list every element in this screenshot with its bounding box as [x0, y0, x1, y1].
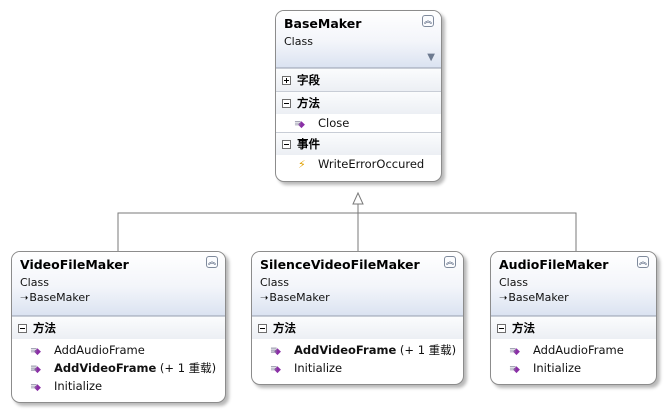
method-icon: ◆ [270, 360, 288, 379]
compartment-events: 事件 ⚡ WriteErrorOccured [276, 132, 441, 173]
compartment-label: 方法 [33, 321, 56, 335]
compartment-label: 字段 [297, 73, 320, 87]
base-class-name: BaseMaker [29, 291, 90, 304]
member-name: AddVideoFrame [54, 361, 157, 375]
class-basemaker[interactable]: BaseMaker Class ︽ ▼ 字段 方法 ◆ Close 事件 ⚡ Wri… [275, 10, 442, 182]
compartment-methods: 方法 ◆ AddVideoFrame (+ 1 重载) ◆ Initialize [252, 316, 463, 380]
class-audiofilemaker[interactable]: AudioFileMaker Class ➝BaseMaker ︽ 方法 ◆ Ad… [490, 251, 657, 385]
member-name: WriteErrorOccured [318, 157, 425, 171]
member-name: Initialize [54, 379, 103, 393]
compartment-fields: 字段 [276, 68, 441, 91]
class-name: AudioFileMaker [499, 257, 609, 272]
base-class-name: BaseMaker [269, 291, 330, 304]
method-icon: ◆ [30, 360, 48, 379]
compartment-label: 方法 [512, 321, 535, 335]
class-base: ➝BaseMaker [260, 290, 463, 306]
member-name: Initialize [533, 361, 582, 375]
arrow-right-icon: ➝ [20, 293, 29, 304]
compartment-header[interactable]: 事件 [276, 133, 441, 155]
double-chevron-up-icon[interactable]: ︽ [637, 256, 649, 268]
method-icon: ◆ [270, 342, 288, 361]
member-event[interactable]: ⚡ WriteErrorOccured [276, 155, 441, 173]
double-chevron-up-icon[interactable]: ︽ [422, 15, 434, 27]
arrow-right-icon: ➝ [499, 293, 508, 304]
double-chevron-up-icon[interactable]: ︽ [444, 256, 456, 268]
overload-count: (+ 1 重载) [156, 361, 217, 375]
method-icon: ◆ [294, 115, 312, 134]
member-name: Close [318, 116, 350, 130]
compartment-header[interactable]: 方法 [12, 317, 225, 339]
arrow-right-icon: ➝ [260, 293, 269, 304]
class-header: BaseMaker Class ︽ ▼ [276, 11, 441, 68]
edge-video-to-base [117, 212, 358, 251]
compartment-header[interactable]: 方法 [491, 317, 656, 339]
member-method[interactable]: ◆ Initialize [491, 359, 656, 379]
method-icon: ◆ [509, 342, 527, 361]
member-method[interactable]: ◆ AddAudioFrame [12, 341, 225, 361]
compartment-label: 事件 [297, 137, 320, 151]
class-kind: Class [20, 276, 49, 289]
inheritance-arrowhead [352, 191, 364, 205]
collapse-minus-icon[interactable] [497, 324, 506, 333]
compartment-methods: 方法 ◆ Close [276, 91, 441, 134]
member-name: AddAudioFrame [533, 343, 624, 357]
member-name: Initialize [294, 361, 343, 375]
collapse-minus-icon[interactable] [18, 324, 27, 333]
edge-audio-to-base [358, 212, 577, 251]
class-name: VideoFileMaker [20, 257, 129, 272]
class-base: ➝BaseMaker [20, 290, 225, 306]
event-icon: ⚡ [298, 158, 306, 171]
collapse-minus-icon[interactable] [282, 140, 291, 149]
member-method[interactable]: ◆ AddVideoFrame (+ 1 重载) [252, 341, 463, 361]
method-icon: ◆ [509, 360, 527, 379]
compartment-header[interactable]: 方法 [252, 317, 463, 339]
compartment-label: 方法 [297, 96, 320, 110]
method-icon: ◆ [30, 342, 48, 361]
member-name: AddVideoFrame [294, 343, 397, 357]
class-kind: Class [499, 276, 528, 289]
class-header: SilenceVideoFileMaker Class ➝BaseMaker ︽ [252, 252, 463, 316]
expand-plus-icon[interactable] [282, 76, 291, 85]
class-header: VideoFileMaker Class ➝BaseMaker ︽ [12, 252, 225, 316]
member-method[interactable]: ◆ Initialize [12, 377, 225, 397]
collapse-minus-icon[interactable] [258, 324, 267, 333]
class-name: SilenceVideoFileMaker [260, 257, 420, 272]
class-base: ➝BaseMaker [499, 290, 656, 306]
class-videofilemaker[interactable]: VideoFileMaker Class ➝BaseMaker ︽ 方法 ◆ Ad… [11, 251, 226, 403]
compartment-header[interactable]: 方法 [276, 92, 441, 114]
class-header: AudioFileMaker Class ➝BaseMaker ︽ [491, 252, 656, 316]
class-silencevideofilemaker[interactable]: SilenceVideoFileMaker Class ➝BaseMaker ︽… [251, 251, 464, 385]
member-method[interactable]: ◆ AddVideoFrame (+ 1 重载) [12, 359, 225, 379]
base-class-name: BaseMaker [508, 291, 569, 304]
compartment-label: 方法 [273, 321, 296, 335]
collapse-minus-icon[interactable] [282, 99, 291, 108]
filter-icon[interactable]: ▼ [427, 52, 435, 63]
overload-count: (+ 1 重载) [396, 343, 457, 357]
member-method[interactable]: ◆ Close [276, 114, 441, 134]
member-method[interactable]: ◆ AddAudioFrame [491, 341, 656, 361]
class-kind: Class [260, 276, 289, 289]
member-method[interactable]: ◆ Initialize [252, 359, 463, 379]
compartment-methods: 方法 ◆ AddAudioFrame ◆ AddVideoFrame (+ 1 重载… [12, 316, 225, 398]
compartment-methods: 方法 ◆ AddAudioFrame ◆ Initialize [491, 316, 656, 380]
compartment-header[interactable]: 字段 [276, 69, 441, 91]
double-chevron-up-icon[interactable]: ︽ [206, 256, 218, 268]
class-kind: Class [284, 35, 313, 48]
method-icon: ◆ [30, 378, 48, 397]
class-name: BaseMaker [284, 16, 362, 31]
member-name: AddAudioFrame [54, 343, 145, 357]
